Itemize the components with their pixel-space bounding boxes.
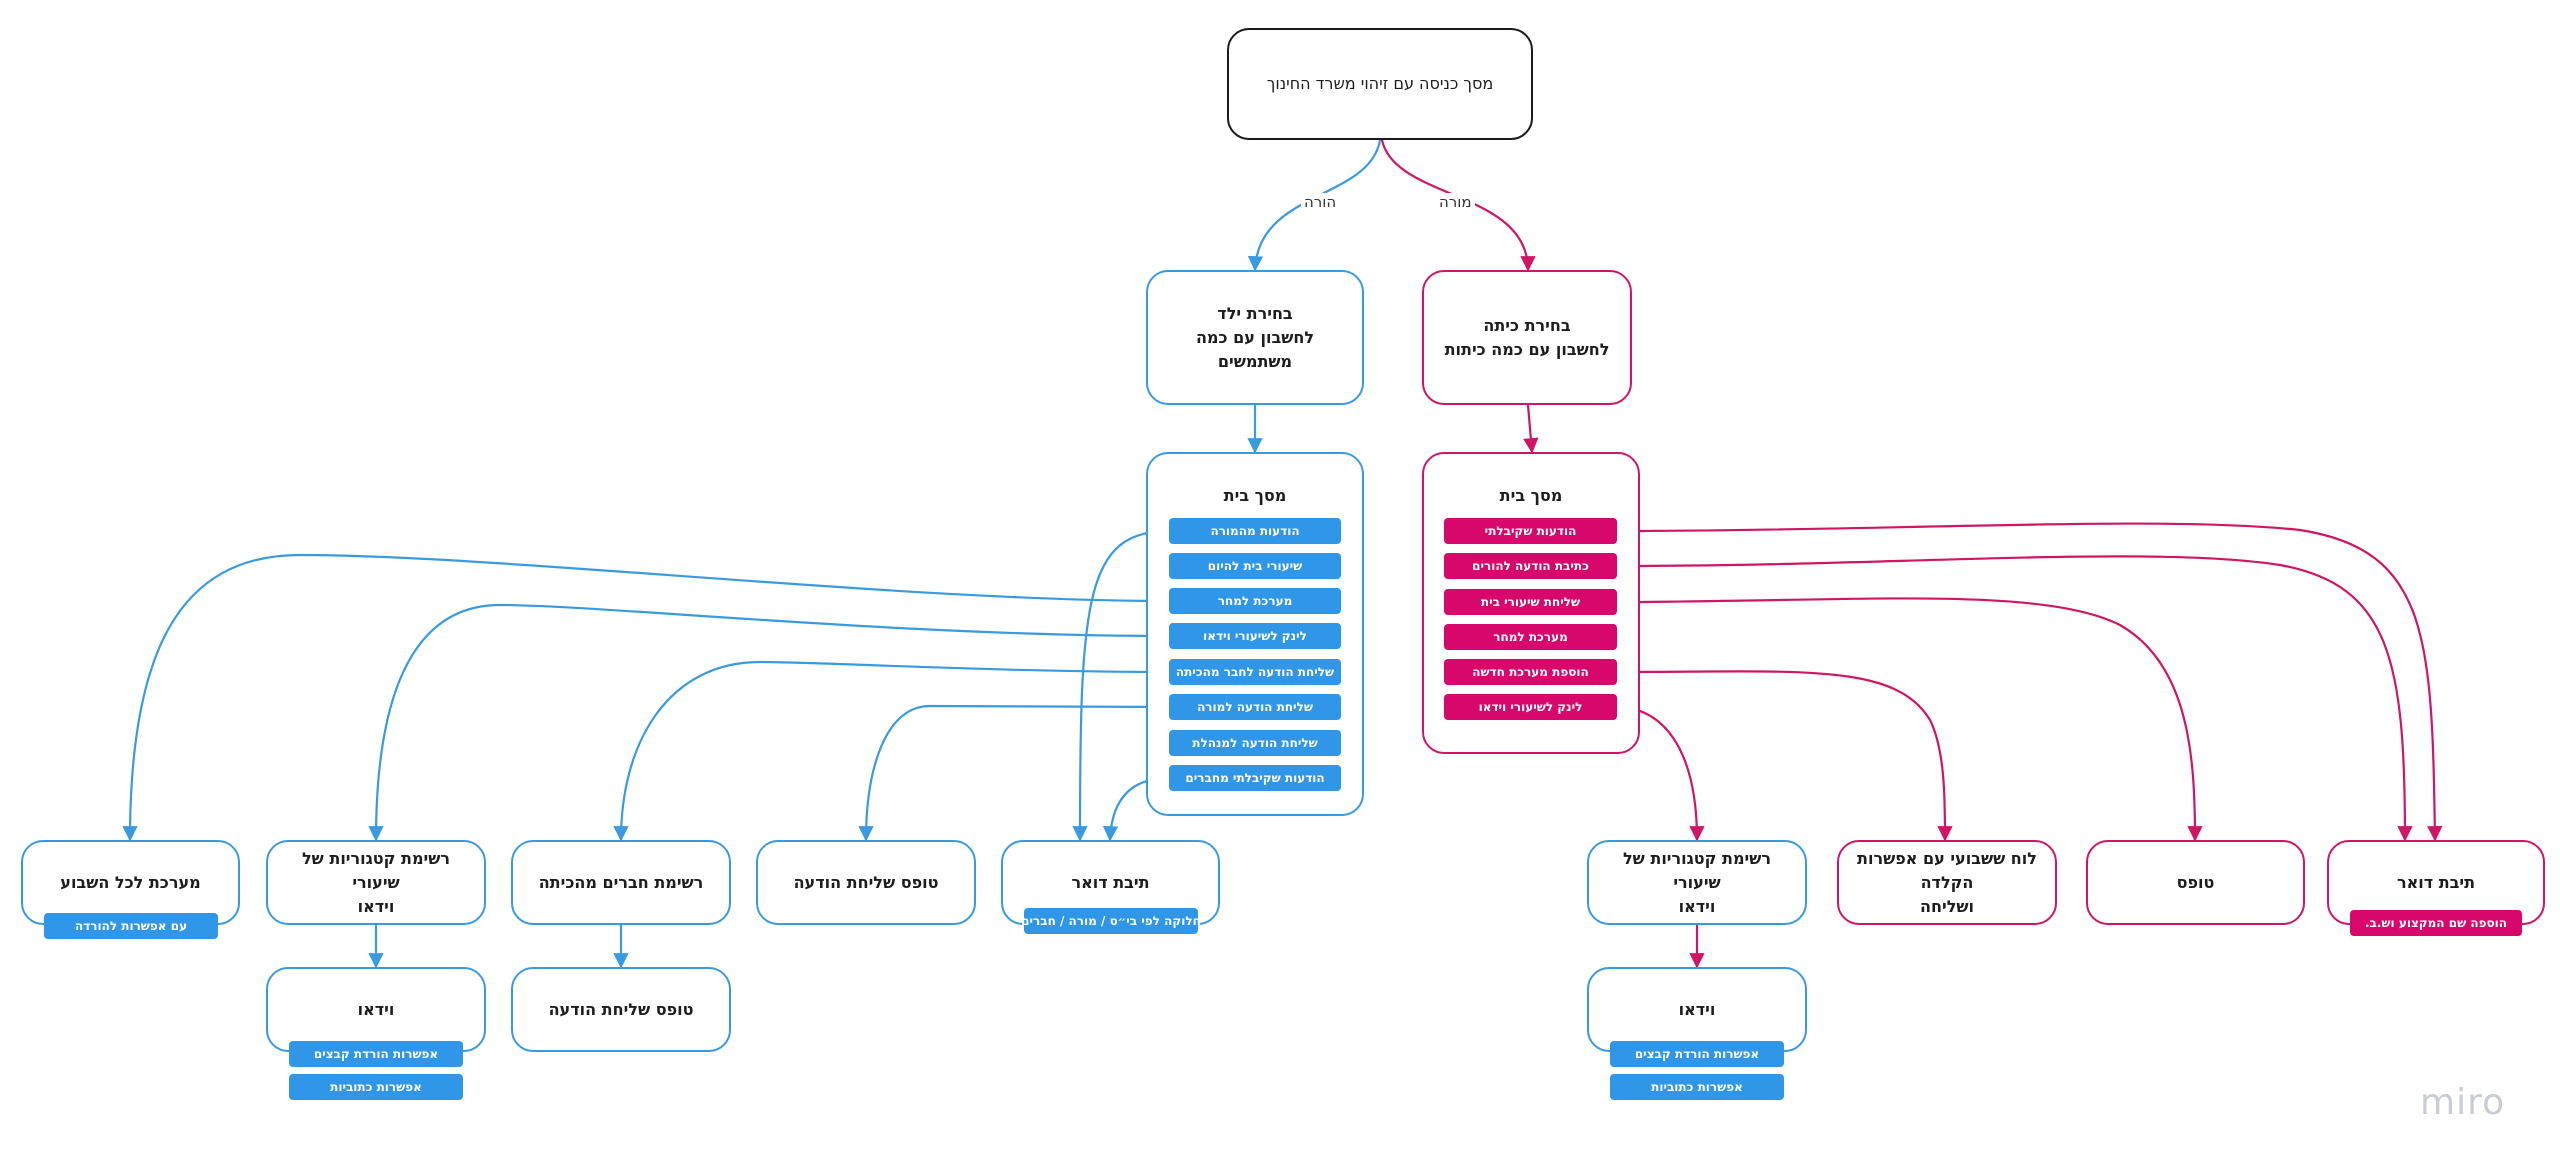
parent-home-title: מסך בית <box>1223 486 1287 505</box>
connector-messages-teacher-to-mailbox <box>1072 529 1170 842</box>
connector-msg-classmate-to-list <box>613 660 1170 842</box>
parent-menu-item[interactable]: שליחת הודעה לחבר מהכיתה <box>1169 659 1341 685</box>
connector-choose-class-to-home <box>1523 404 1539 454</box>
video-parent-title: וידאו <box>357 999 395 1019</box>
form-teacher-node[interactable]: טופס <box>2086 840 2305 925</box>
video-parent-download-tag: אפשרות הורדת קבצים <box>289 1041 463 1067</box>
parent-menu-item[interactable]: שליחת הודעה למנהלת <box>1169 730 1341 756</box>
parent-menu-item[interactable]: לינק לשיעורי וידאו <box>1169 623 1341 649</box>
connector-schedule-tomorrow-to-weekly <box>122 553 1170 842</box>
teacher-menu-item[interactable]: לינק לשיעורי וידאו <box>1444 694 1617 720</box>
message-form-classmates-node[interactable]: טופס שליחת הודעה <box>511 967 731 1052</box>
connector-received-to-mailbox <box>1616 522 2443 842</box>
video-teacher-download-tag: אפשרות הורדת קבצים <box>1610 1041 1784 1067</box>
video-categories-parent-title: רשימת קטגוריות של שיעורי וידאו <box>302 848 450 916</box>
entry-screen-node[interactable]: מסך כניסה עם זיהוי משרד החינוך <box>1227 28 1533 140</box>
mailbox-teacher-tag: הוספה שם המקצוע וש.ב. <box>2350 910 2522 936</box>
classmates-list-title: רשימת חברים מהכיתה <box>538 872 704 892</box>
video-teacher-node[interactable]: וידאו <box>1587 967 1807 1052</box>
entry-screen-title: מסך כניסה עם זיהוי משרד החינוך <box>1266 74 1494 93</box>
form-teacher-title: טופס <box>2176 872 2215 892</box>
video-teacher-captions-tag: אפשרות כתוביות <box>1610 1074 1784 1100</box>
teacher-home-title: מסך בית <box>1499 486 1563 505</box>
edge-label-parent: הורה <box>1301 193 1340 211</box>
parent-menu-item[interactable]: הודעות מהמורה <box>1169 518 1341 544</box>
message-form-classmates-title: טופס שליחת הודעה <box>548 999 694 1019</box>
teacher-menu-item[interactable]: שליחת שיעורי בית <box>1444 589 1617 615</box>
edge-label-teacher: מורה <box>1436 193 1475 211</box>
choose-class-title: בחירת כיתה לחשבון עם כמה כיתות <box>1444 315 1610 359</box>
weekly-schedule-tag: עם אפשרות להורדה <box>44 913 218 939</box>
video-categories-parent-node[interactable]: רשימת קטגוריות של שיעורי וידאו <box>266 840 486 925</box>
parent-menu-item[interactable]: הודעות שקיבלתי מחברים <box>1169 765 1341 791</box>
parent-menu-item[interactable]: מערכת למחר <box>1169 588 1341 614</box>
connector-homework-to-form <box>1616 597 2203 842</box>
connector-video-link-to-categories <box>368 603 1170 842</box>
mailbox-parent-tag: חלוקה לפי בי״ס / מורה / חברים <box>1021 908 1201 934</box>
video-parent-node[interactable]: וידאו <box>266 967 486 1052</box>
mailbox-parent-title: תיבת דואר <box>1071 872 1150 892</box>
weekly-board-node[interactable]: לוח ששבועי עם אפשרות הקלדה ושליחה <box>1837 840 2057 925</box>
message-form-parent-title: טופס שליחת הודעה <box>793 872 939 892</box>
message-form-parent-node[interactable]: טופס שליחת הודעה <box>756 840 976 925</box>
parent-menu-item[interactable]: שליחת הודעה למורה <box>1169 694 1341 720</box>
video-categories-teacher-title: רשימת קטגוריות של שיעורי וידאו <box>1623 848 1771 916</box>
classmates-list-node[interactable]: רשימת חברים מהכיתה <box>511 840 731 925</box>
weekly-board-title: לוח ששבועי עם אפשרות הקלדה ושליחה <box>1857 848 2037 916</box>
teacher-menu-item[interactable]: הודעות שקיבלתי <box>1444 518 1617 544</box>
mailbox-teacher-title: תיבת דואר <box>2396 872 2476 892</box>
teacher-menu-item[interactable]: מערכת למחר <box>1444 624 1617 650</box>
choose-child-title: בחירת ילד לחשבון עם כמה משתמשים <box>1195 303 1315 371</box>
choose-child-node[interactable]: בחירת ילד לחשבון עם כמה משתמשים <box>1146 270 1364 405</box>
video-parent-captions-tag: אפשרות כתוביות <box>289 1074 463 1100</box>
video-teacher-title: וידאו <box>1678 999 1716 1019</box>
video-categories-teacher-node[interactable]: רשימת קטגוריות של שיעורי וידאו <box>1587 840 1807 925</box>
parent-menu-item[interactable]: שיעורי בית להיום <box>1169 553 1341 579</box>
connector-write-parents-to-mailbox <box>1616 555 2413 842</box>
weekly-schedule-node[interactable]: מערכת לכל השבוע <box>21 840 240 925</box>
choose-class-node[interactable]: בחירת כיתה לחשבון עם כמה כיתות <box>1422 270 1632 405</box>
weekly-schedule-title: מערכת לכל השבוע <box>60 872 201 892</box>
connector-msg-teacher-to-form <box>858 704 1170 842</box>
teacher-menu-item[interactable]: כתיבת הודעה להורים <box>1444 553 1617 579</box>
teacher-menu-item[interactable]: הוספת מערכת חדשה <box>1444 659 1617 685</box>
connector-new-schedule-to-board <box>1616 670 1953 842</box>
miro-logo: miro <box>2420 1082 2506 1123</box>
